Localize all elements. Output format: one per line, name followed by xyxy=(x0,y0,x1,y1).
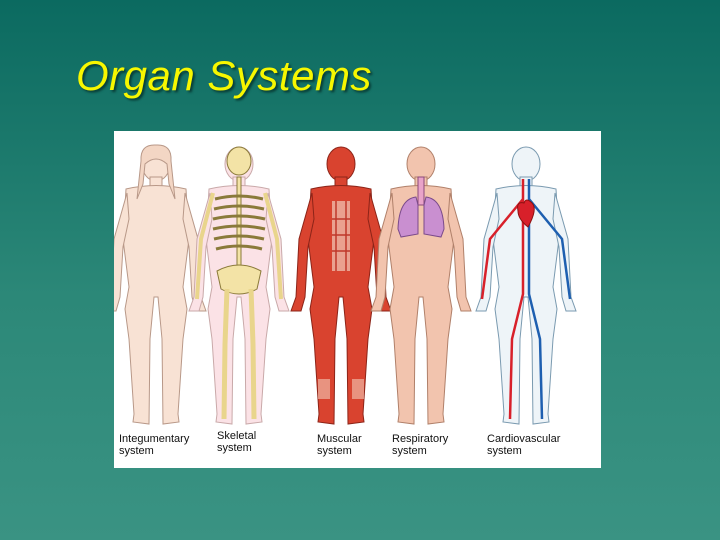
cardiovascular-label: Cardiovascular system xyxy=(487,433,561,457)
slide-title: Organ Systems xyxy=(76,52,372,99)
respiratory-label: Respiratory system xyxy=(392,433,449,457)
integumentary-label: Integumentary system xyxy=(119,433,190,457)
cardiovascular-figure xyxy=(475,146,577,425)
muscular-figure xyxy=(290,146,392,425)
integumentary-figure xyxy=(114,144,207,425)
organ-systems-figure: Integumentary system Skeletal system Mus… xyxy=(114,131,601,468)
muscular-label: Muscular system xyxy=(317,433,362,457)
skeletal-figure xyxy=(188,146,290,425)
respiratory-figure xyxy=(370,146,472,425)
figure-illustration xyxy=(114,144,577,425)
skeletal-label: Skeletal system xyxy=(217,430,257,454)
